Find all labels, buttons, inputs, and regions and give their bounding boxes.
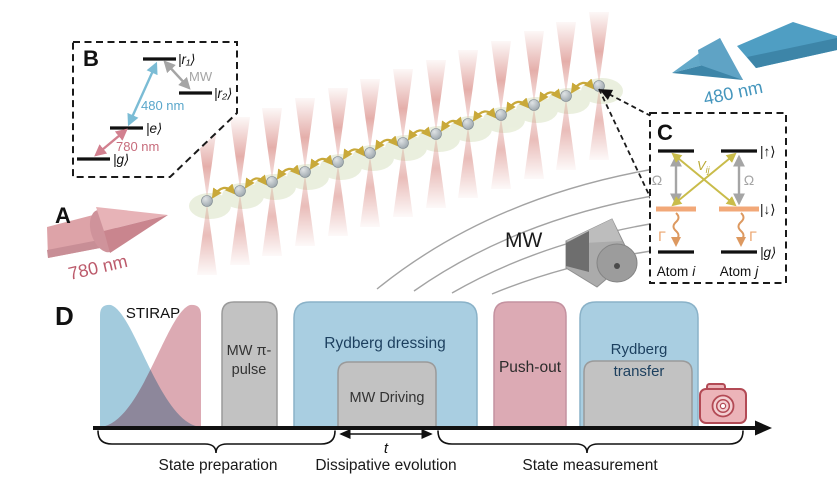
horn-mouth: [566, 231, 589, 272]
panel-b: B |r₁⟩ |r₂⟩ |e⟩ |g⟩ 780 nm 480 nm MW: [72, 41, 238, 178]
beam-shaft-shade: [47, 240, 100, 258]
rydberg-transfer-label-line1: Rydberg: [611, 341, 668, 358]
beam-shaft-shade: [747, 38, 837, 68]
time-interval-label: t: [384, 440, 389, 457]
gamma-label-j: Γ: [749, 228, 757, 244]
push-out-label: Push-out: [499, 359, 562, 376]
level-r1-label: |r₁⟩: [178, 52, 196, 67]
atoms: [201, 80, 605, 207]
state-preparation-brace: [97, 430, 336, 454]
beam-780nm: [47, 207, 168, 258]
level-up-label: |↑⟩: [760, 144, 776, 159]
wavefront-arc: [451, 220, 669, 294]
transition-arrow-480nm: [127, 61, 158, 127]
phase-preparation-label: State preparation: [159, 457, 278, 474]
beam-780nm-label: 780 nm: [66, 251, 129, 284]
stirap-label: STIRAP: [126, 305, 180, 322]
callout-line-upper: [599, 89, 652, 117]
level-r2-label: |r₂⟩: [214, 86, 232, 101]
wavefront-arc: [376, 167, 661, 290]
camera-lens-middle: [715, 398, 731, 414]
vij-arrow-2: [671, 152, 737, 207]
transition-480nm-label: 480 nm: [141, 98, 184, 113]
state-measurement-brace: [437, 430, 744, 454]
callout-line-lower: [598, 88, 652, 200]
mw-driving-label: MW Driving: [350, 390, 425, 406]
panel-a-label: A: [55, 203, 71, 228]
gamma-arrow-i: [671, 212, 681, 247]
beam-480nm-label: 480 nm: [702, 77, 765, 109]
transition-mw-label: MW: [189, 69, 213, 84]
omega-label-j: Ω: [744, 172, 754, 188]
microwave-label: MW: [505, 229, 542, 252]
camera-lens-center: [719, 402, 727, 410]
camera-icon: [699, 383, 747, 424]
mw-driving-box: [337, 361, 437, 430]
beam-480nm: [672, 22, 837, 80]
panel-c-label: C: [657, 120, 673, 145]
level-down-label: |↓⟩: [760, 202, 776, 217]
phase-evolution-label: Dissipative evolution: [315, 457, 456, 474]
mw-pi-pulse-box: [221, 301, 278, 430]
transition-780nm-label: 780 nm: [116, 139, 159, 154]
beam-cone-bottom: [104, 215, 168, 253]
rydberg-transfer-label-line2: transfer: [614, 363, 665, 380]
stirap-pulses: [100, 304, 201, 428]
wavefront-arc: [413, 193, 665, 292]
omega-label-i: Ω: [652, 172, 662, 188]
microwave-wavefronts: [376, 167, 673, 295]
level-e-label: |e⟩: [146, 121, 162, 136]
tweezer-array: [189, 12, 623, 275]
time-axis-arrowhead: [755, 420, 772, 436]
microwave-horn-icon: [565, 218, 638, 288]
gamma-arrow-j: [736, 212, 746, 247]
gamma-label-i: Γ: [658, 228, 666, 244]
panel-b-label: B: [83, 46, 99, 71]
mw-pi-pulse-label-line1: MW π-: [227, 343, 272, 359]
level-g-label: |g⟩: [760, 245, 776, 260]
rydberg-dressing-label: Rydberg dressing: [324, 335, 445, 352]
panel-d-label: D: [55, 301, 74, 331]
panel-d: D STIRAP MW π- pulse Rydberg dressing MW…: [55, 301, 772, 474]
vij-label: Vij: [697, 158, 711, 175]
phase-measurement-label: State measurement: [522, 457, 658, 474]
mw-pi-pulse-label-line2: pulse: [232, 362, 267, 378]
panel-c-callout: [598, 88, 652, 200]
stirap-blue-pulse: [100, 304, 201, 428]
beam-cone-top: [96, 207, 168, 231]
level-g-label: |g⟩: [113, 152, 129, 167]
stirap-pink-pulse: [100, 304, 201, 428]
tweezer-beams: [197, 12, 609, 275]
transition-arrow-780nm: [94, 128, 128, 157]
rydberg-transfer-gray-box: [583, 360, 693, 430]
transition-arrow-mw: [163, 60, 191, 90]
push-out-box: [493, 301, 567, 430]
interaction-arrows: [211, 78, 595, 199]
horn-connector-dot: [614, 263, 620, 269]
beam-cone-base: [698, 38, 743, 80]
